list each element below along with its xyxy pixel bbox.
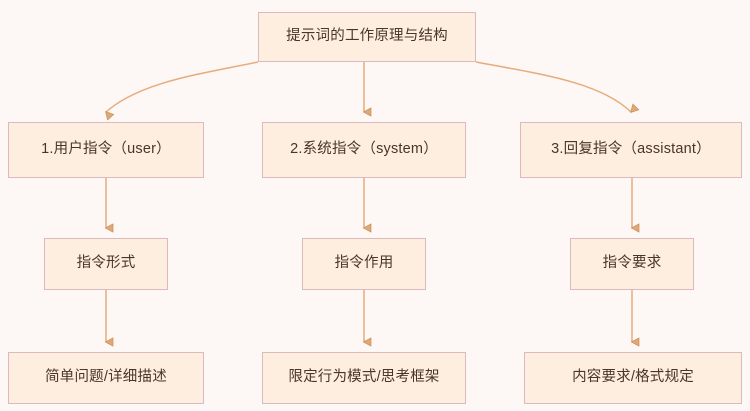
node-assistant-instruction-label: 3.回复指令（assistant）: [551, 141, 711, 158]
node-system-instruction[interactable]: 2.系统指令（system）: [262, 122, 466, 178]
node-system-instruction-label: 2.系统指令（system）: [290, 141, 438, 158]
edge-root-to-user: [106, 61, 259, 112]
node-user-instruction[interactable]: 1.用户指令（user）: [8, 122, 204, 178]
node-instruction-role[interactable]: 指令作用: [302, 238, 426, 290]
node-content-or-format-label: 内容要求/格式规定: [572, 369, 694, 386]
node-instruction-role-label: 指令作用: [334, 255, 394, 272]
node-behavior-or-thinking[interactable]: 限定行为模式/思考框架: [262, 352, 466, 404]
node-instruction-form[interactable]: 指令形式: [44, 238, 168, 290]
node-assistant-instruction[interactable]: 3.回复指令（assistant）: [520, 122, 742, 178]
edge-root-to-assistant: [475, 61, 631, 112]
node-root[interactable]: 提示词的工作原理与结构: [258, 12, 476, 62]
node-instruction-requirement[interactable]: 指令要求: [570, 238, 694, 290]
node-content-or-format[interactable]: 内容要求/格式规定: [524, 352, 742, 404]
node-simple-or-detailed-label: 简单问题/详细描述: [45, 369, 167, 386]
node-instruction-form-label: 指令形式: [76, 255, 136, 272]
node-user-instruction-label: 1.用户指令（user）: [41, 141, 171, 158]
node-simple-or-detailed[interactable]: 简单问题/详细描述: [8, 352, 204, 404]
node-behavior-or-thinking-label: 限定行为模式/思考框架: [288, 369, 440, 386]
node-instruction-requirement-label: 指令要求: [602, 255, 662, 272]
node-root-label: 提示词的工作原理与结构: [286, 28, 448, 45]
